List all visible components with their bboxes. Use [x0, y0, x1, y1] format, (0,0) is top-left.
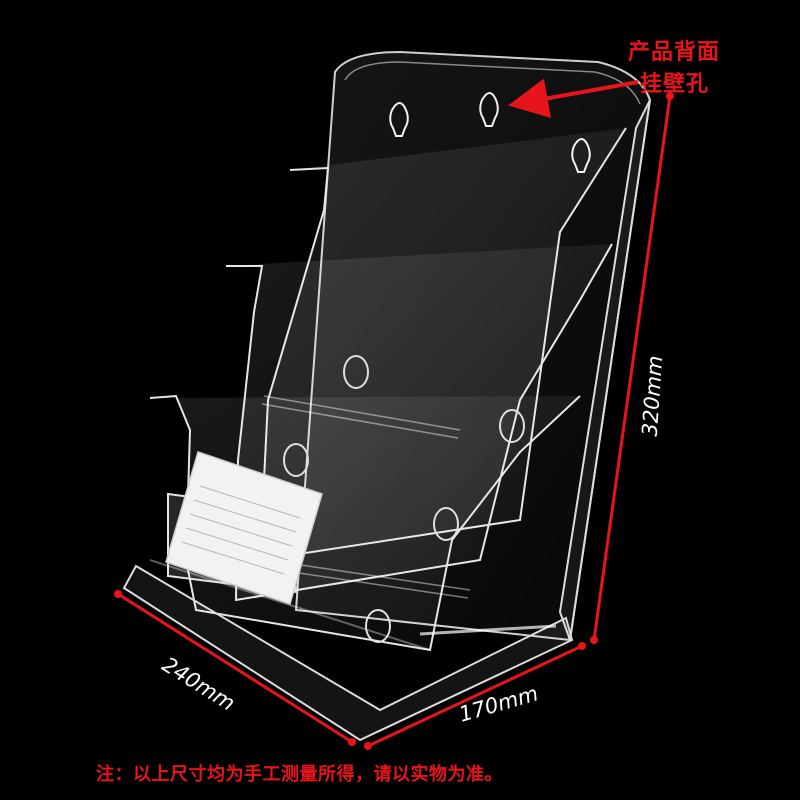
keyhole-slot-middle	[479, 92, 499, 127]
business-cards	[165, 451, 323, 605]
keyhole-slot-left	[389, 102, 409, 137]
measurement-disclaimer: 注：以上尺寸均为手工测量所得，请以实物为准。	[96, 764, 503, 785]
business-card-holder	[165, 451, 323, 605]
wall-hole-label-line2: 挂壁孔	[640, 72, 710, 97]
base	[122, 564, 574, 742]
callout-arrow	[508, 78, 639, 119]
wall-hole-label-line1: 产品背面	[628, 40, 721, 65]
dimension-lines	[117, 95, 672, 748]
